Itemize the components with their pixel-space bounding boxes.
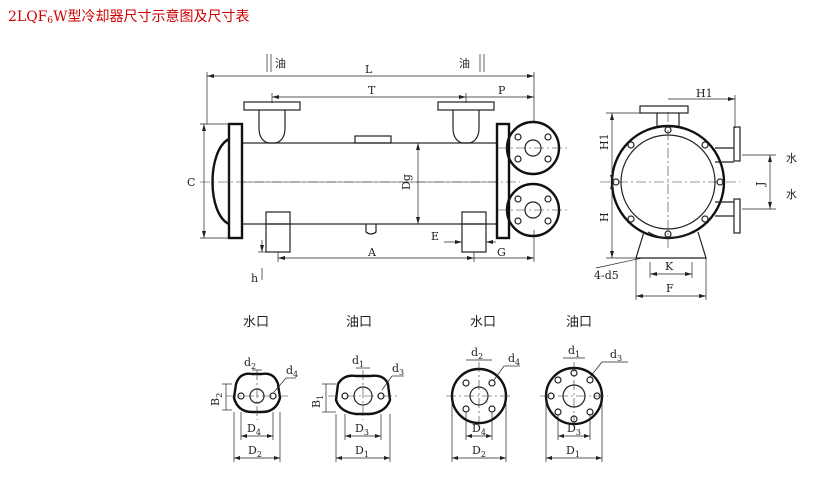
title-sub: 6 [47,16,54,26]
left-support [265,211,291,253]
label-K: K [665,260,674,273]
flange3-inner-label: D4 [472,422,486,437]
label-oil-right: 油 [459,56,470,70]
label-H: H [598,212,611,222]
label-bolt: 4-d5 [594,269,619,282]
flange4-inner-label: D3 [567,422,581,437]
flange2-inner-label: D3 [355,422,369,437]
flange1-detail: d2 d4 B2 D4 D2 [209,356,298,462]
flange4-detail: d1 d3 D3 D1 [540,344,628,462]
oil-inlet-flange [243,101,301,111]
flange1-outer-label: D2 [248,444,262,459]
flange2-outer-label: D1 [355,444,369,459]
page-title: 2LQF6W型冷却器尺寸示意图及尺寸表 [8,6,250,26]
label-h: h [251,272,258,285]
flange2-top-label: d1 [352,354,364,369]
flange2-heading: 油口 [346,315,372,330]
left-end-flange [227,122,244,240]
label-P: P [498,84,506,97]
label-G: G [497,246,506,259]
label-water-bottom: 水 [786,188,797,201]
flange4-top-label: d1 [568,344,580,359]
title-rest: W型冷却器尺寸示意图及尺寸表 [53,9,250,25]
water-flange-bottom [505,182,561,238]
label-H1-top: H1 [696,87,713,100]
label-C: C [187,176,195,189]
flange3-pin-label: d4 [508,352,520,367]
label-J: J [754,182,767,187]
label-water-top: 水 [786,152,797,165]
main-view: L 油 油 T P C Dg A [187,54,568,285]
side-view: H1 H1 H J 水 水 K F 4-d5 [594,87,797,300]
flange1-side-label: B2 [209,393,224,406]
flange3-outer-label: D2 [472,444,486,459]
title-main: 2LQF [8,9,48,25]
flange4-pin-label: d3 [610,348,622,363]
flange2-detail: d1 d3 B1 D3 D1 [310,354,404,462]
flange3-heading: 水口 [470,315,496,330]
label-E: E [431,230,439,243]
side-saddle [635,231,707,259]
flange1-top-label: d2 [244,356,256,371]
label-H1-side: H1 [598,133,611,150]
flange4-heading: 油口 [566,315,592,330]
flange3-detail: d2 d4 D4 D2 [446,346,520,462]
label-F: F [666,282,674,295]
flange1-inner-label: D4 [247,422,261,437]
label-A: A [367,246,377,259]
label-oil-left: 油 [275,56,286,70]
label-L: L [365,63,373,76]
label-Dg: Dg [400,174,413,190]
flange2-side-label: B1 [310,395,325,408]
flange3-top-label: d2 [471,346,483,361]
left-end-cover [211,137,230,226]
flange2-pin-label: d3 [392,362,404,377]
right-support [461,211,487,253]
water-flange-top [505,120,561,176]
right-end-flange [495,122,511,240]
flange4-outer-label: D1 [566,444,580,459]
flange1-pin-label: d4 [286,364,298,379]
label-T: T [368,84,376,97]
flange1-heading: 水口 [243,315,269,330]
oil-outlet-flange [437,101,495,111]
